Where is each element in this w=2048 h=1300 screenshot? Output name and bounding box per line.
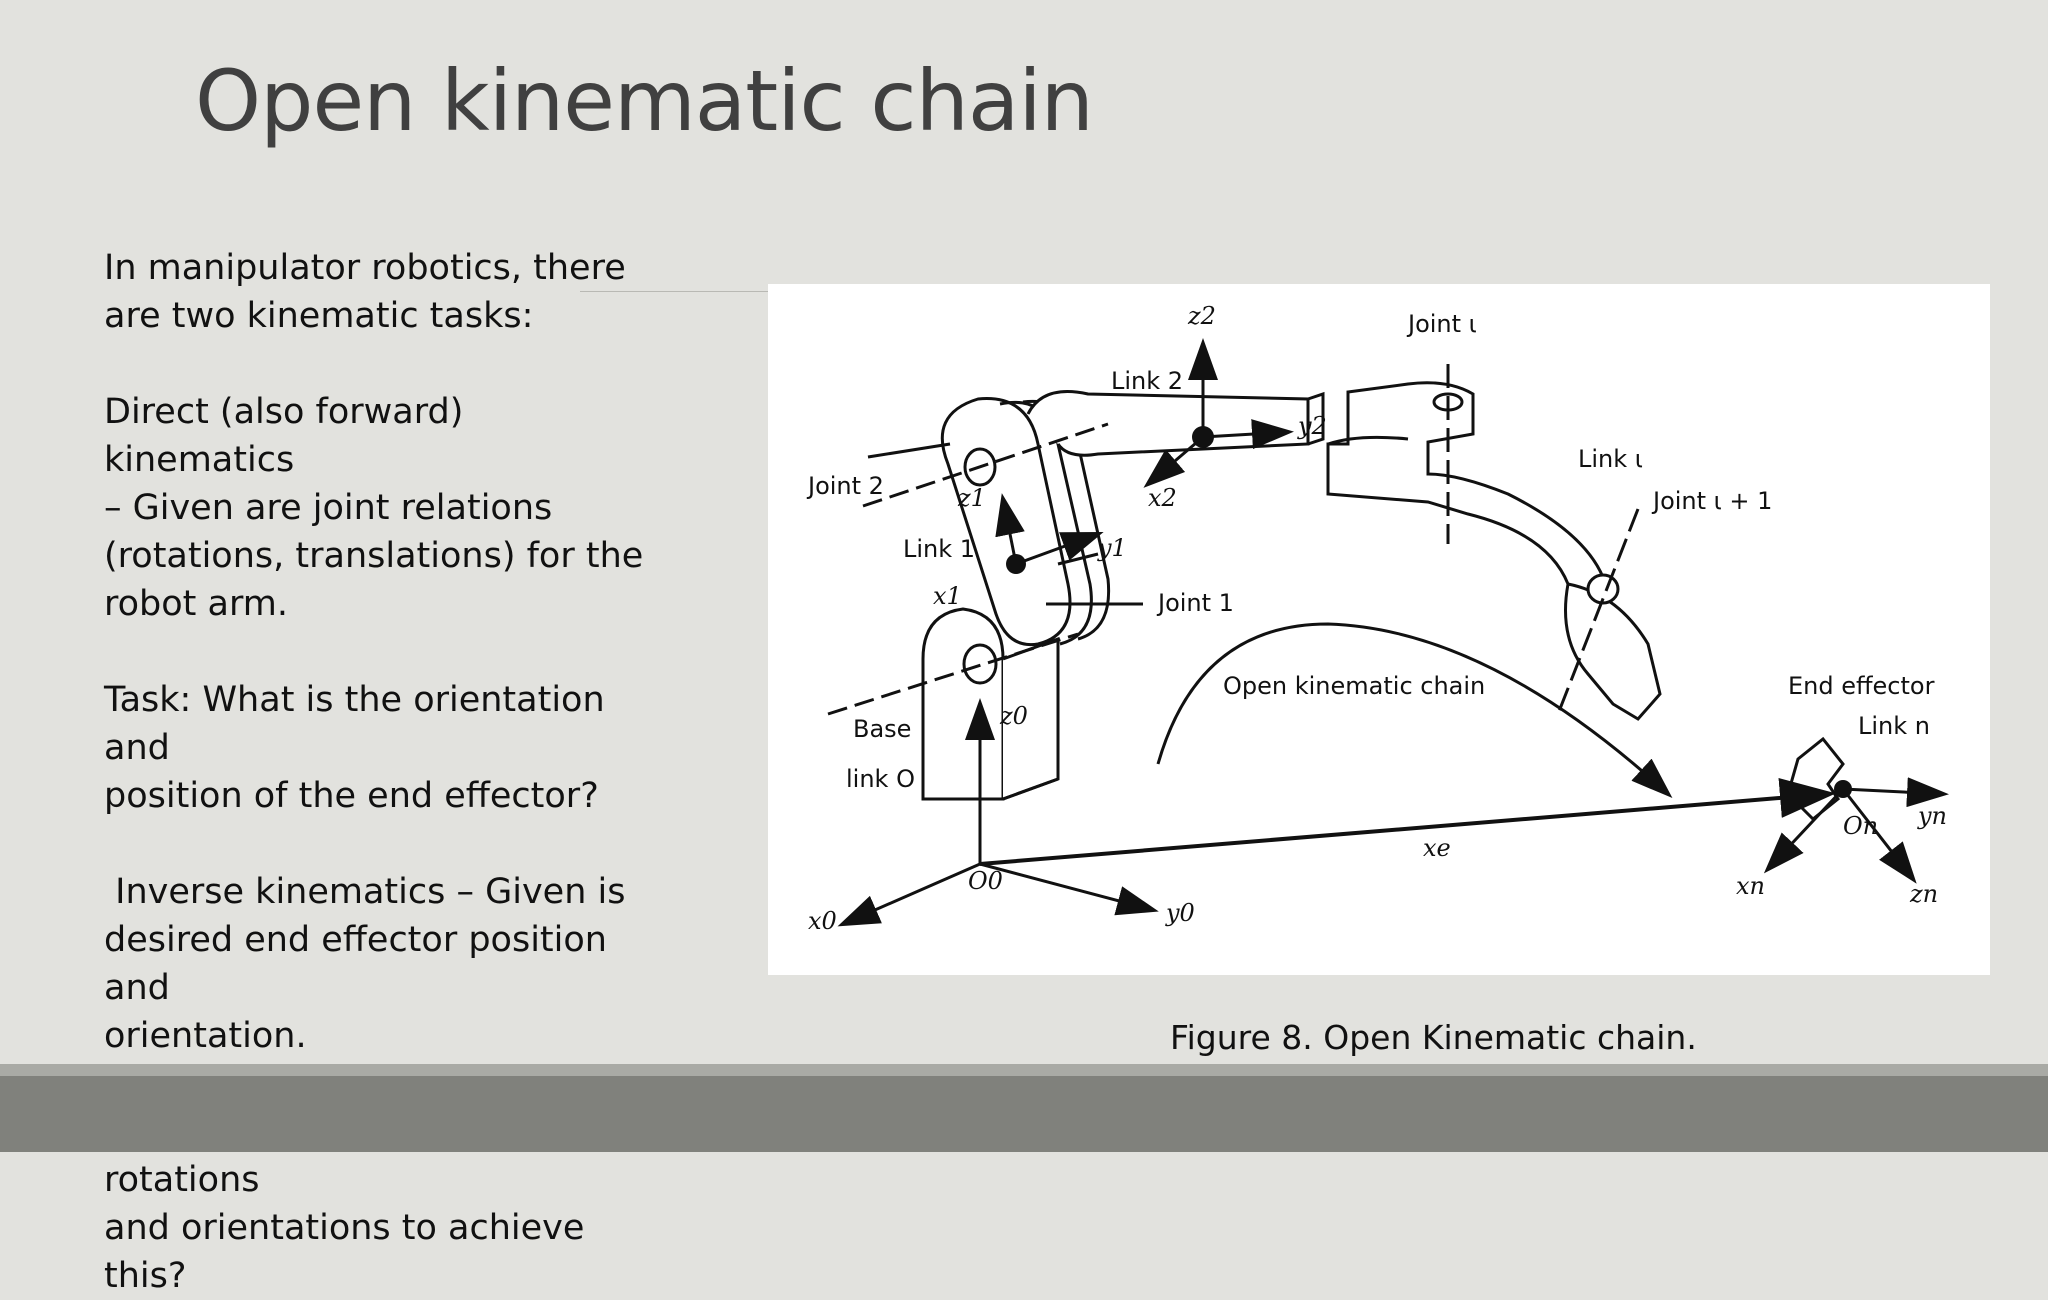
label-link0: link O (846, 765, 915, 793)
label-z1: z1 (957, 484, 986, 512)
label-xn: xn (1736, 872, 1765, 900)
label-yn: yn (1917, 802, 1947, 830)
label-y1: y1 (1097, 534, 1127, 562)
label-joint-i: Joint ι (1406, 310, 1477, 338)
end-effector-gripper (1786, 736, 1845, 822)
label-link1: Link 1 (903, 535, 975, 563)
label-end-effector: End effector (1788, 672, 1935, 700)
paragraph-intro: In manipulator robotics, there are two k… (104, 248, 626, 336)
label-base: Base (853, 715, 911, 743)
paragraph-inverse-kinematics: Inverse kinematics – Given is desired en… (104, 872, 626, 1056)
paragraph-task-direct: Task: What is the orientation and positi… (104, 680, 605, 816)
label-link-n: Link n (1858, 712, 1930, 740)
footer-bar (0, 1076, 2048, 1152)
robot-arm-diagram: z2 Link 2 Joint ι y2 Joint 2 z1 x2 Link … (806, 302, 1949, 935)
label-zn: zn (1909, 880, 1938, 908)
link2-arm (1026, 390, 1310, 457)
base-block (921, 607, 1005, 801)
label-y2: y2 (1297, 412, 1327, 440)
label-z0: z0 (999, 702, 1028, 730)
label-y0: y0 (1165, 899, 1195, 927)
label-link2: Link 2 (1111, 367, 1183, 395)
footer-strip (0, 1064, 2048, 1076)
label-joint2: Joint 2 (806, 472, 884, 500)
label-x0: x0 (808, 907, 837, 935)
label-link-i: Link ι (1578, 445, 1643, 473)
label-x1: x1 (933, 582, 962, 610)
label-open-kinematic-chain: Open kinematic chain (1223, 672, 1485, 700)
label-O0: O0 (968, 867, 1003, 895)
label-z2: z2 (1187, 302, 1216, 330)
kinematic-chain-figure: z2 Link 2 Joint ι y2 Joint 2 z1 x2 Link … (768, 284, 1990, 975)
divider-line (580, 291, 770, 292)
label-x2: x2 (1148, 484, 1177, 512)
link-i-body (1326, 381, 1612, 636)
paragraph-direct-kinematics: Direct (also forward) kinematics – Given… (104, 392, 644, 624)
label-On: On (1843, 812, 1878, 840)
slide-title: Open kinematic chain (195, 52, 1094, 150)
label-xe: xe (1423, 834, 1451, 862)
label-joint-i-plus-1: Joint ι + 1 (1651, 487, 1772, 515)
label-joint1: Joint 1 (1156, 589, 1234, 617)
figure-caption: Figure 8. Open Kinematic chain. (1170, 1018, 1697, 1057)
